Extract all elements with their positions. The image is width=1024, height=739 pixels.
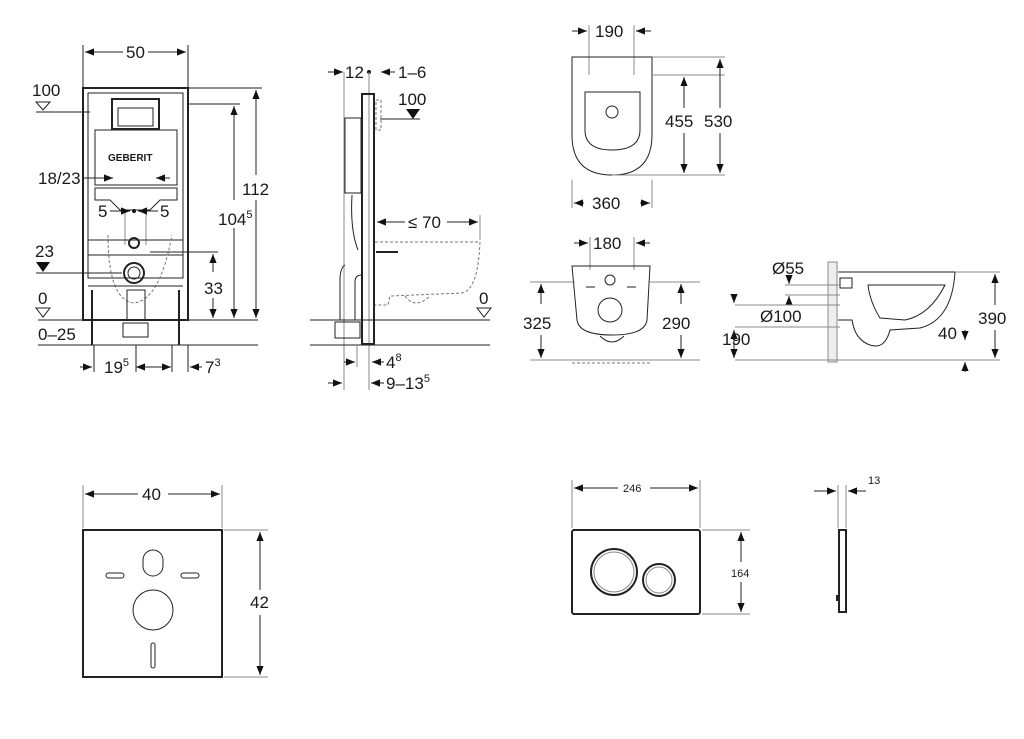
drain-pipe (123, 262, 145, 284)
wall-section (827, 261, 838, 363)
front-height-left-label: 325 (523, 314, 551, 333)
projection-label: ≤ 70 (408, 213, 441, 232)
wall-range-label: 9–135 (386, 373, 430, 393)
flush-opening (111, 98, 160, 130)
level-0-side-label: 0 (479, 289, 488, 308)
flush-plate-height-label: 164 (731, 568, 749, 580)
frame-side-view: 12 1–6 100 ≤ 70 0 48 9–135 (310, 63, 493, 393)
frame-width-label: 50 (126, 43, 145, 62)
flush-plate-side-outline (838, 529, 847, 613)
total-height-label: 112 (242, 180, 269, 199)
half-flush-button[interactable] (642, 563, 676, 597)
frame-front-view: 50 GEBERIT 100 18/23 5 5 23 (32, 43, 269, 377)
offset-right-label: 5 (160, 202, 169, 221)
level-marker-icon (34, 307, 52, 318)
flush-plate-side-view: 13 (814, 475, 880, 613)
full-flush-button[interactable] (590, 548, 638, 596)
level-marker-icon (34, 101, 52, 111)
flush-plate-outline (571, 529, 701, 615)
outlet-diameter-label: Ø100 (760, 307, 802, 326)
level-100-side-label: 100 (398, 90, 426, 109)
sound-insulation-plate-view: 40 42 (82, 485, 269, 678)
cistern (94, 129, 178, 186)
flush-plate-depth-label: 13 (868, 475, 880, 487)
plate-height-label: 42 (250, 593, 269, 612)
bowl-front-outline (571, 265, 651, 336)
cistern-side (344, 117, 362, 194)
outlet-height-label: 190 (722, 330, 750, 349)
wall-gap-label: 48 (386, 352, 402, 372)
inner-length-label: 455 (665, 112, 693, 131)
offset-left-label: 5 (98, 202, 107, 221)
brand-logo: GEBERIT (108, 153, 152, 164)
foot-right-label: 73 (205, 357, 221, 377)
plate-outline (82, 529, 223, 678)
front-mount-spacing-label: 180 (593, 234, 621, 253)
flush-spacing-label: 18/23 (38, 169, 81, 188)
inlet-diameter-label: Ø55 (772, 259, 804, 278)
foot-left-label: 195 (104, 357, 129, 377)
level-23-label: 23 (35, 242, 54, 261)
flush-height-label: 1045 (218, 209, 253, 229)
depth-label: 12 (345, 63, 364, 82)
drain-height-label: 33 (204, 279, 223, 298)
level-marker-icon (475, 307, 493, 318)
rim-offset-label: 40 (938, 324, 957, 343)
plate-width-label: 40 (142, 485, 161, 504)
bowl-front-view: 180 325 290 (523, 234, 700, 364)
level-marker-filled-icon (406, 109, 420, 119)
floor-range-label: 0–25 (38, 325, 76, 344)
front-height-right-label: 290 (662, 314, 690, 333)
top-mount-spacing-label: 190 (595, 22, 623, 41)
offset-label: 1–6 (398, 63, 426, 82)
bowl-height-label: 390 (978, 309, 1006, 328)
total-length-label: 530 (704, 112, 732, 131)
wall-plate (361, 93, 375, 345)
flush-plate-width-label: 246 (623, 483, 641, 495)
level-100-label: 100 (32, 81, 60, 100)
level-0-label: 0 (38, 289, 47, 308)
bowl-side-view: Ø55 Ø100 190 40 390 (722, 259, 1006, 372)
bowl-width-label: 360 (592, 194, 620, 213)
level-marker-filled-icon (36, 262, 50, 272)
flush-plate-view: 246 164 (571, 480, 750, 615)
bowl-top-view: 190 455 530 360 (571, 22, 732, 213)
